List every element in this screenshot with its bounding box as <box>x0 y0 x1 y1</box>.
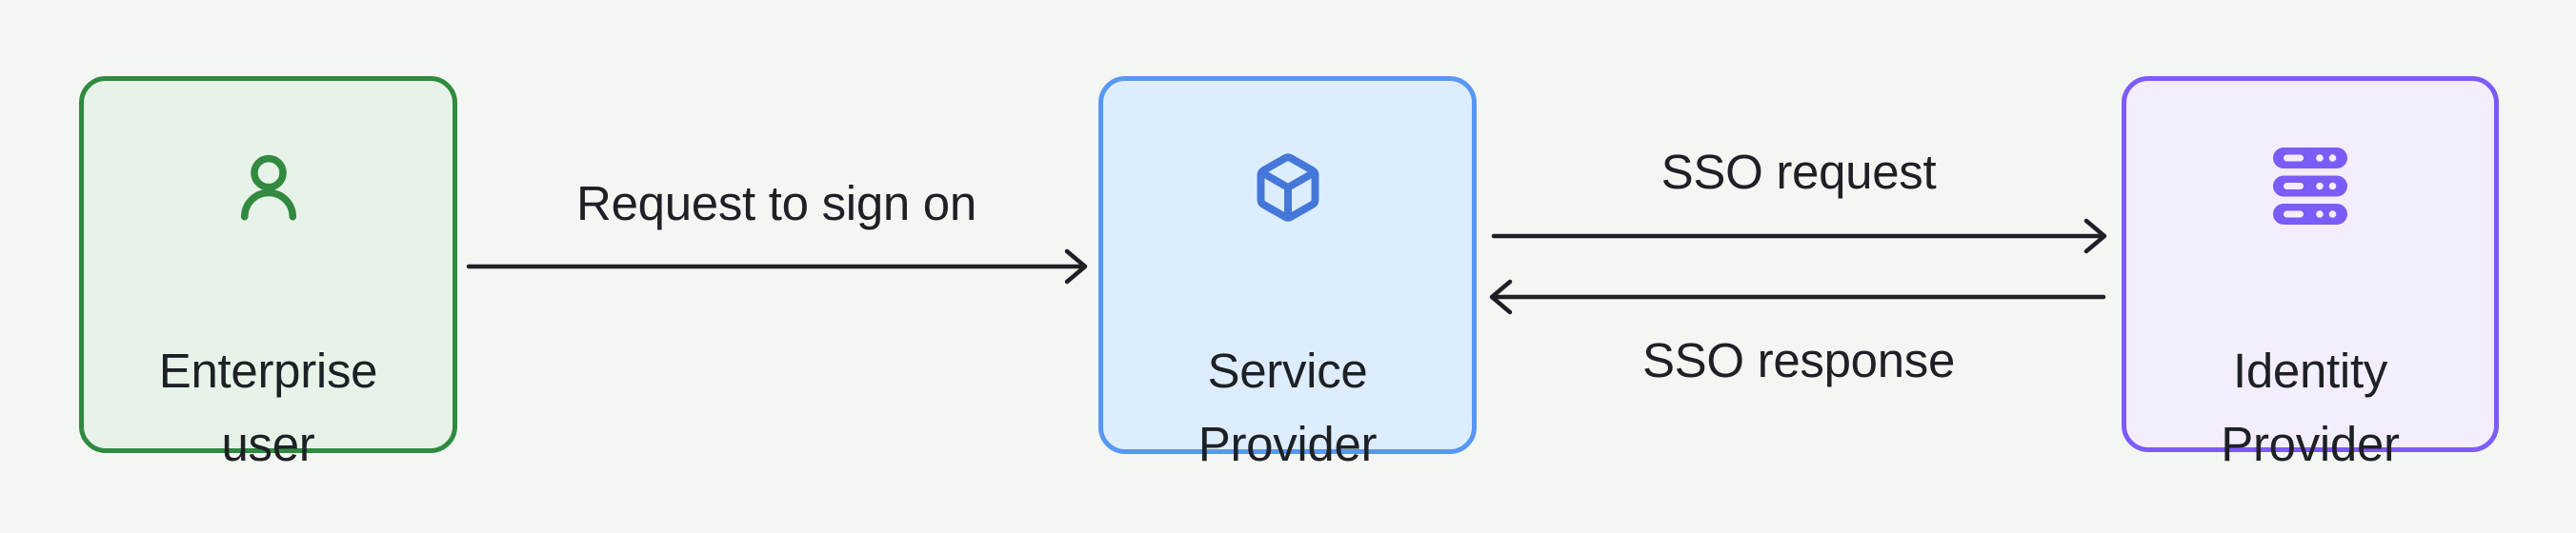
node-label-line: user <box>221 417 315 471</box>
node-label-service-provider: Service Provider <box>1103 334 1472 481</box>
server-icon <box>2273 148 2347 225</box>
arrow-sso-response <box>1489 279 2106 315</box>
arrow-request-to-sign-on <box>466 248 1088 285</box>
node-enterprise-user: Enterprise user <box>79 76 457 471</box>
node-label-line: Provider <box>2221 417 2400 471</box>
arrow-sso-request <box>1491 218 2107 254</box>
edge-label-sso-response: SSO response <box>1641 333 1956 387</box>
node-label-line: Provider <box>1197 417 1378 471</box>
node-identity-provider: Identity Provider <box>2122 76 2499 471</box>
node-label-enterprise-user: Enterprise user <box>84 334 453 481</box>
cube-icon <box>1252 148 1324 227</box>
node-label-line: Service <box>1207 344 1368 398</box>
node-service-provider: Service Provider <box>1098 76 1477 471</box>
edge-label-request-to-sign-on: Request to sign on <box>576 176 976 230</box>
node-label-line: Identity <box>2232 344 2388 398</box>
user-icon <box>230 148 308 227</box>
node-label-identity-provider: Identity Provider <box>2126 334 2494 481</box>
node-label-line: Enterprise <box>158 344 378 398</box>
edge-label-sso-request: SSO request <box>1660 145 1937 199</box>
